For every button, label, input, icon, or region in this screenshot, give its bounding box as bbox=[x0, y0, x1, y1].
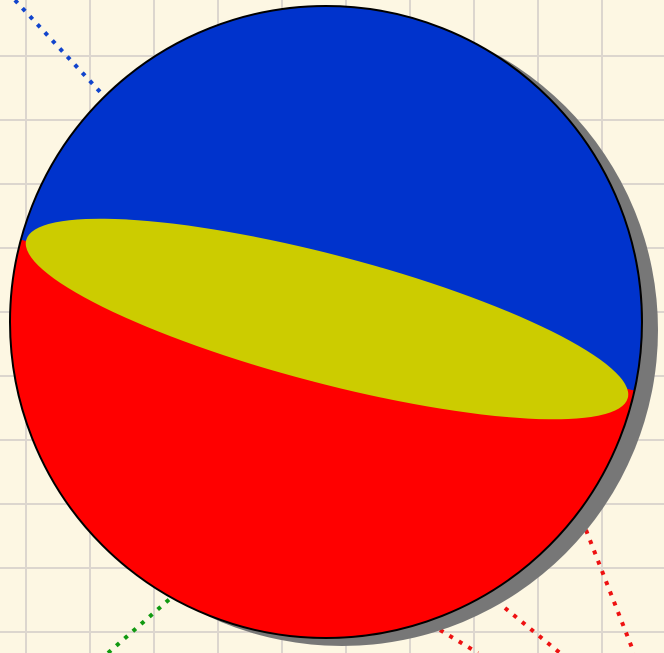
dotted-guide-line-red-2 bbox=[505, 608, 560, 653]
dotted-guide-line-red-3 bbox=[440, 630, 478, 653]
dotted-guide-line-green bbox=[108, 597, 172, 653]
dotted-guide-line-blue bbox=[0, 0, 102, 94]
dotted-guide-line-red-1 bbox=[586, 530, 634, 653]
